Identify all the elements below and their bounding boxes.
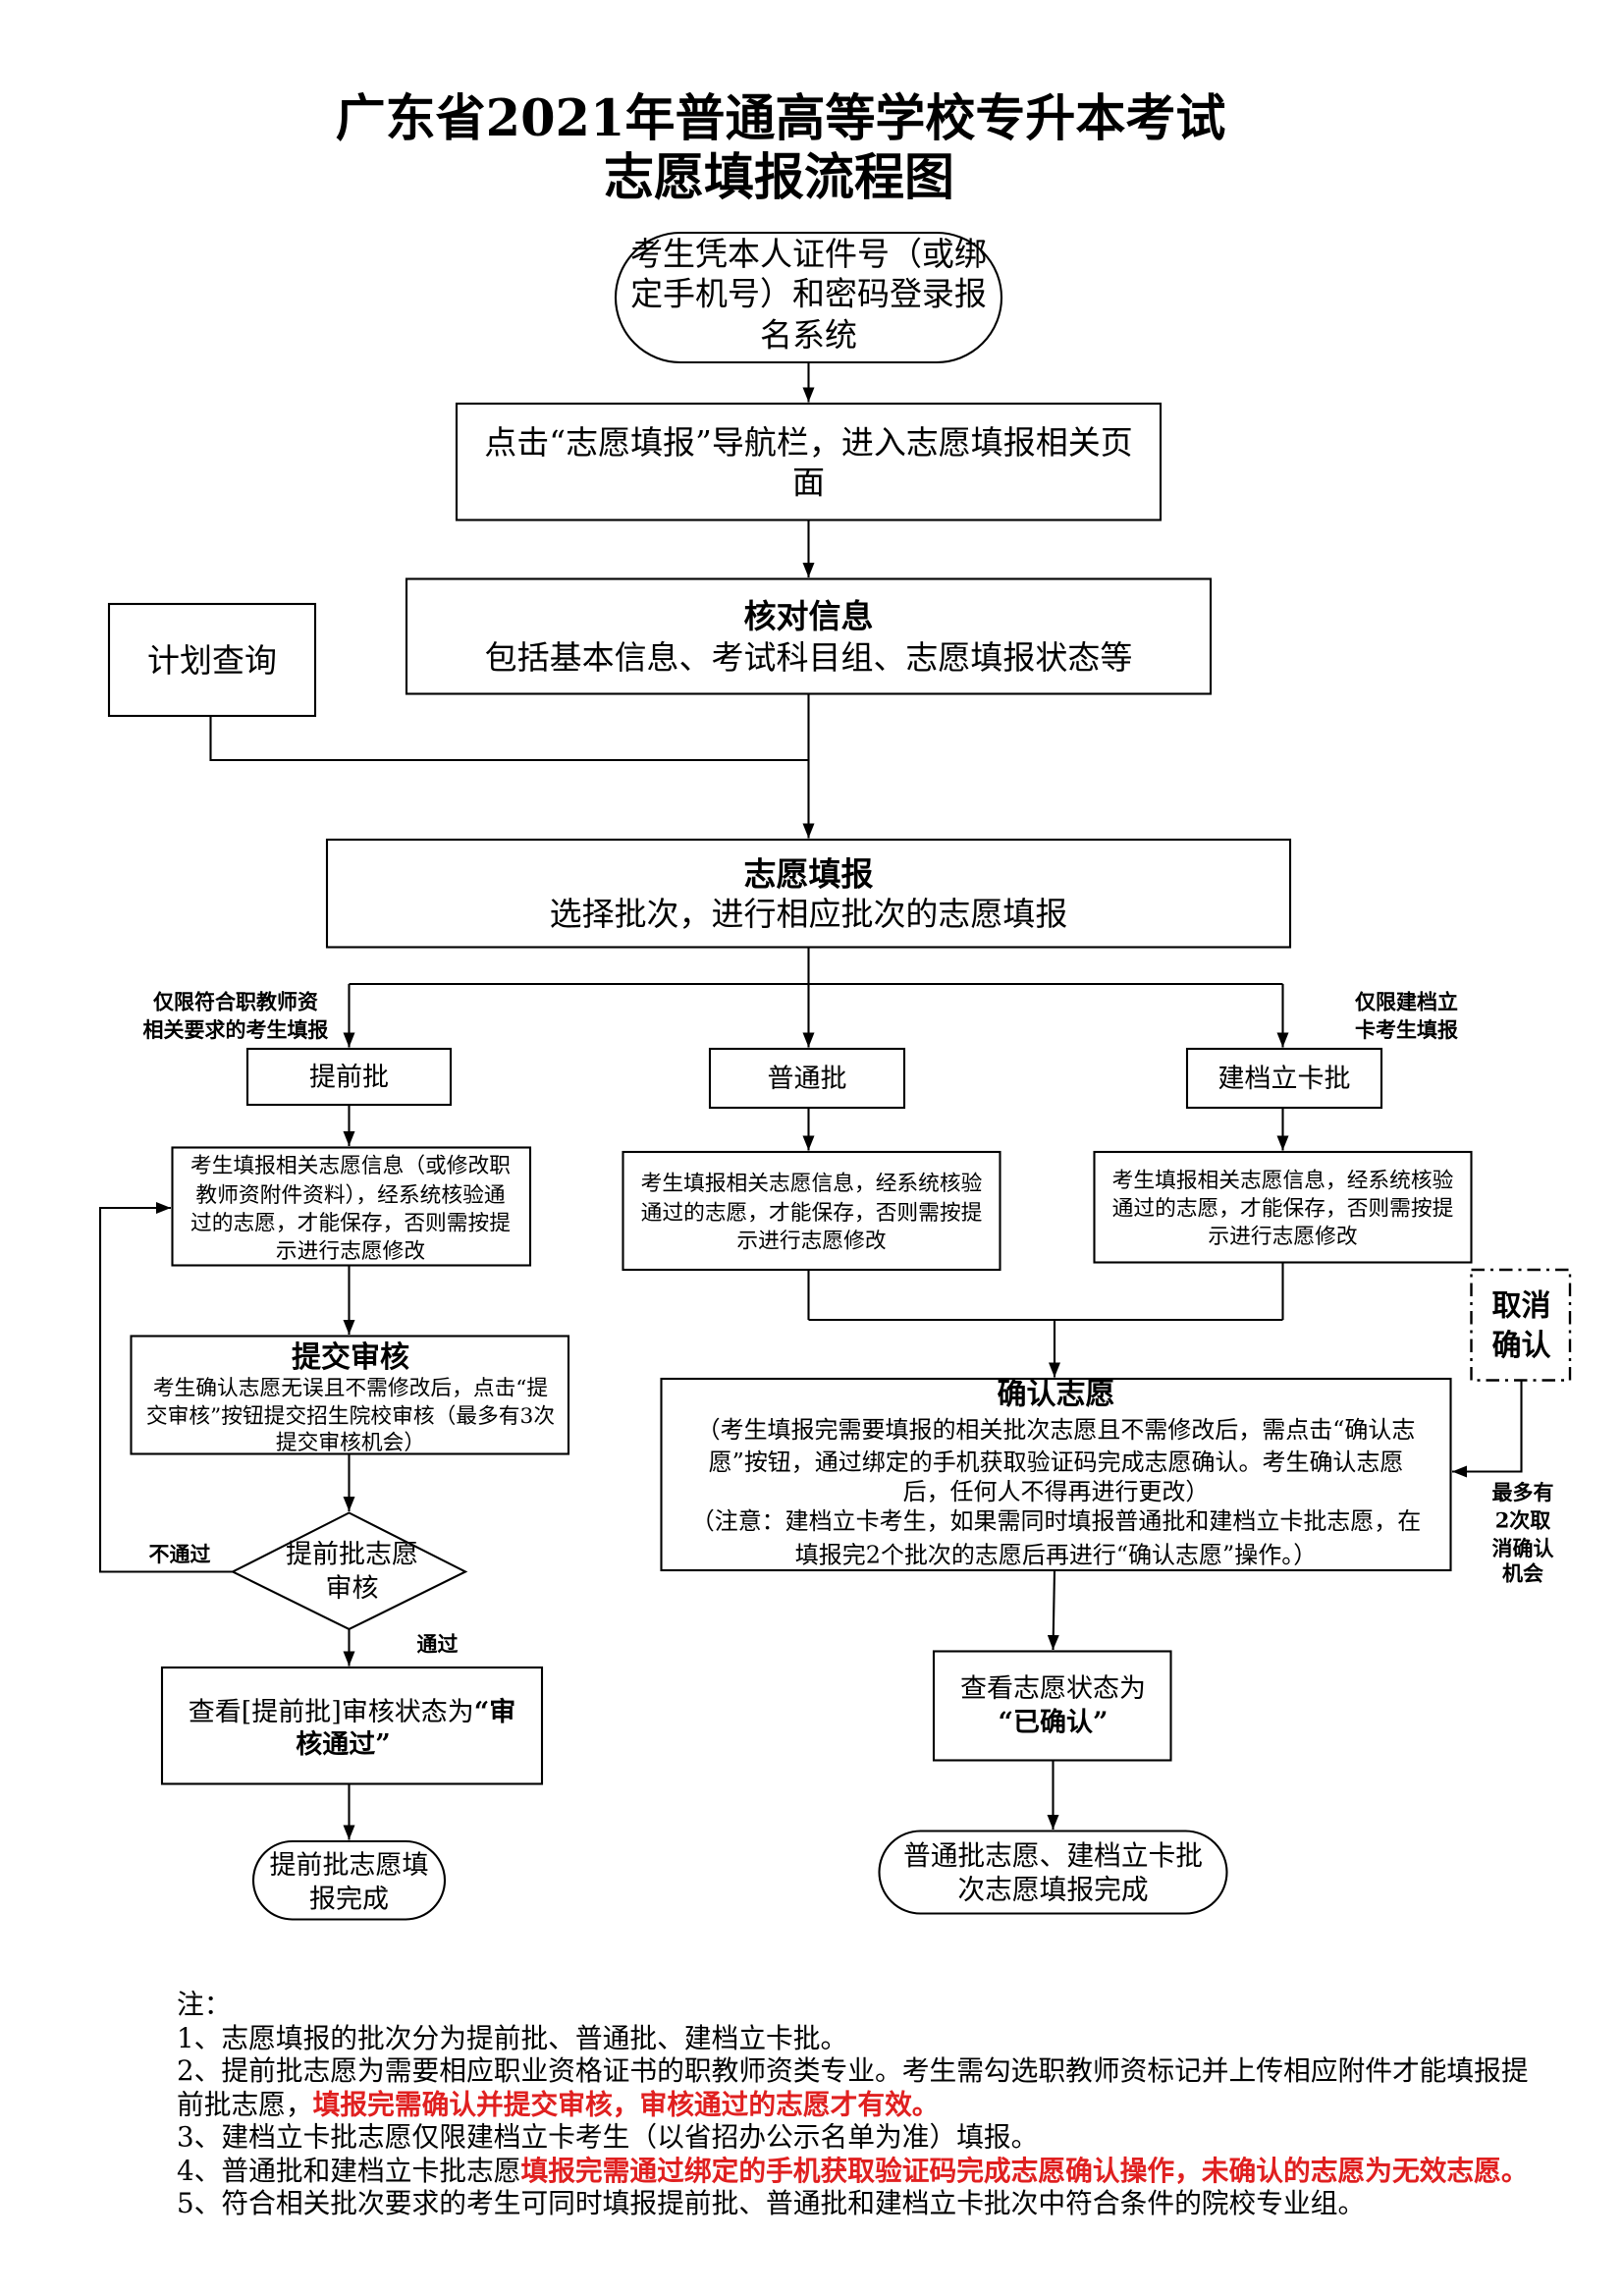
confirm-choices-box — [660, 1377, 1452, 1572]
confirm-choices-heading: 确认志愿 — [998, 1377, 1115, 1411]
early-done-text: 提前批志愿填 — [270, 1850, 429, 1881]
confirm-choices-text: 填报完2个批次的志愿后再进行“确认志愿”操作。） — [795, 1541, 1317, 1568]
plan-query-label: 计划查询 — [147, 641, 277, 680]
confirm-choices-text: （注意：建档立卡考生，如果需同时填报普通批和建档立卡批志愿，在 — [691, 1507, 1422, 1535]
navigate-text: 面 — [792, 463, 825, 501]
fill-choices-heading: 志愿填报 — [744, 854, 874, 893]
regular-fill-text: 示进行志愿修改 — [736, 1229, 886, 1253]
note-item: 3、建档立卡批志愿仅限建档立卡考生（以省招办公示名单为准）填报。 — [177, 2120, 1038, 2153]
note-item: 2、提前批志愿为需要相应职业资格证书的职教师资类专业。考生需勾选职教师资标记并上… — [177, 2054, 1529, 2087]
verify-info-text: 包括基本信息、考试科目组、志愿填报状态等 — [485, 638, 1133, 677]
submit-review-text: 提交审核机会） — [276, 1431, 425, 1455]
early-fill-text: 考生填报相关志愿信息（或修改职 — [190, 1154, 511, 1178]
cancel-limit-note: 最多有 — [1492, 1480, 1554, 1504]
confirm-choices-text: 后，任何人不得再进行更改） — [903, 1478, 1210, 1505]
note-item: 5、符合相关批次要求的考生可同时填报提前批、普通批和建档立卡批次中符合条件的院校… — [177, 2187, 1365, 2219]
early-batch-label: 提前批 — [309, 1062, 389, 1092]
login-text: 考生凭本人证件号（或绑 — [630, 235, 987, 273]
fill-choices-text: 选择批次，进行相应批次的志愿填报 — [550, 895, 1068, 933]
poverty-fill-box — [1093, 1150, 1473, 1264]
regular-batch-label: 普通批 — [768, 1064, 847, 1094]
regular-fill-text: 通过的志愿，才能保存，否则需按提 — [641, 1201, 983, 1226]
poverty-batch-label: 建档立卡批 — [1218, 1064, 1351, 1094]
login-text: 定手机号）和密码登录报 — [630, 274, 987, 312]
submit-review-text: 考生确认志愿无误且不需修改后，点击“提 — [153, 1376, 549, 1400]
early-status-bold: “审 — [474, 1696, 516, 1727]
review-pass-label: 通过 — [417, 1631, 459, 1656]
submit-review-heading: 提交审核 — [292, 1340, 409, 1375]
cancel-limit-note: 消确认 — [1492, 1536, 1554, 1560]
poverty-fill-text: 考生填报相关志愿信息，经系统核验 — [1112, 1169, 1454, 1193]
note-emphasis: 填报完需确认并提交审核，审核通过的志愿才有效。 — [313, 2088, 940, 2120]
review-decision-diamond — [230, 1511, 468, 1631]
regular-batch-box — [708, 1047, 906, 1110]
cancel-confirm-text: 取消 — [1492, 1288, 1551, 1323]
review-fail-label: 不通过 — [149, 1542, 211, 1566]
navigate-box — [455, 402, 1163, 521]
connector-arrow — [1047, 1569, 1059, 1651]
early-done-terminal — [251, 1839, 447, 1921]
regular-done-text: 普通批志愿、建档立卡批 — [903, 1839, 1203, 1872]
review-decision-text: 提前批志愿 — [286, 1539, 418, 1569]
notes-header: 注： — [177, 1988, 231, 2020]
review-decision-text: 审核 — [326, 1573, 379, 1604]
cancel-confirm-text: 确认 — [1492, 1329, 1551, 1363]
connector-line — [209, 715, 809, 762]
confirm-status-text: 查看志愿状态为 — [960, 1673, 1146, 1704]
note-emphasis: 填报完需通过绑定的手机获取验证码完成志愿确认操作，未确认的志愿为无效志愿。 — [520, 2155, 1528, 2187]
cancel-confirm-connector — [1451, 1380, 1523, 1478]
poverty-batch-condition: 仅限建档立 — [1354, 989, 1458, 1013]
regular-fill-box — [622, 1150, 1001, 1272]
early-status-text: 查看[提前批]审核状态为“审 — [189, 1696, 515, 1727]
poverty-batch-box — [1185, 1047, 1383, 1110]
early-fill-text: 教师资附件资料），经系统核验通 — [195, 1183, 505, 1208]
plan-query-box — [107, 602, 317, 718]
navigate-text: 点击“志愿填报”导航栏，进入志愿填报相关页 — [484, 423, 1132, 462]
early-batch-condition: 相关要求的考生填报 — [143, 1017, 329, 1042]
cancel-limit-note: 机会 — [1502, 1560, 1543, 1585]
early-status-text: 核通过” — [296, 1728, 390, 1760]
note-text: 前批志愿， — [177, 2088, 313, 2120]
cancel-limit-note: 2次取 — [1495, 1507, 1551, 1532]
review-fail-connector — [98, 1201, 234, 1573]
fill-choices-box — [325, 838, 1292, 949]
note-item: 前批志愿，填报完需确认并提交审核，审核通过的志愿才有效。 — [177, 2088, 940, 2120]
confirm-choices-text: （考生填报完需要填报的相关批次志愿且不需修改后，需点击“确认志 — [697, 1416, 1416, 1444]
early-fill-text: 示进行志愿修改 — [276, 1239, 425, 1264]
page-title-line2: 志愿填报流程图 — [604, 148, 954, 207]
login-terminal-shape — [614, 231, 1003, 364]
submit-review-text: 交审核”按钮提交招生院校审核（最多有3次 — [146, 1404, 555, 1429]
verify-info-heading: 核对信息 — [744, 597, 874, 635]
submit-review-box — [130, 1335, 570, 1455]
early-done-text: 报完成 — [309, 1884, 389, 1914]
page-title-line1: 广东省2021年普通高等学校专升本考试 — [336, 89, 1226, 148]
confirm-status-box — [932, 1650, 1172, 1762]
regular-done-terminal — [878, 1830, 1228, 1915]
confirm-status-bold: “已确认” — [998, 1706, 1108, 1737]
poverty-fill-text: 示进行志愿修改 — [1208, 1225, 1357, 1249]
verify-info-box — [405, 577, 1213, 695]
early-fill-box — [171, 1146, 532, 1267]
note-text: 4、普通批和建档立卡批志愿 — [177, 2155, 520, 2187]
early-batch-box — [245, 1047, 453, 1107]
poverty-fill-text: 通过的志愿，才能保存，否则需按提 — [1112, 1196, 1454, 1221]
confirm-choices-text: 愿”按钮，通过绑定的手机获取验证码完成志愿确认。考生确认志愿 — [709, 1449, 1404, 1476]
login-text: 名系统 — [760, 315, 857, 354]
regular-done-text: 次志愿填报完成 — [957, 1873, 1148, 1905]
early-fill-text: 过的志愿，才能保存，否则需按提 — [190, 1211, 511, 1235]
early-status-box — [160, 1666, 544, 1785]
cancel-confirm-box — [1470, 1268, 1572, 1382]
early-status-normal: 查看[提前批]审核状态为 — [189, 1697, 474, 1727]
poverty-batch-condition: 卡考生填报 — [1355, 1017, 1458, 1042]
regular-fill-text: 考生填报相关志愿信息，经系统核验 — [641, 1172, 983, 1196]
note-item: 1、志愿填报的批次分为提前批、普通批、建档立卡批。 — [177, 2022, 847, 2054]
early-batch-condition: 仅限符合职教师资 — [152, 989, 318, 1013]
note-item: 4、普通批和建档立卡批志愿填报完需通过绑定的手机获取验证码完成志愿确认操作，未确… — [177, 2155, 1529, 2187]
